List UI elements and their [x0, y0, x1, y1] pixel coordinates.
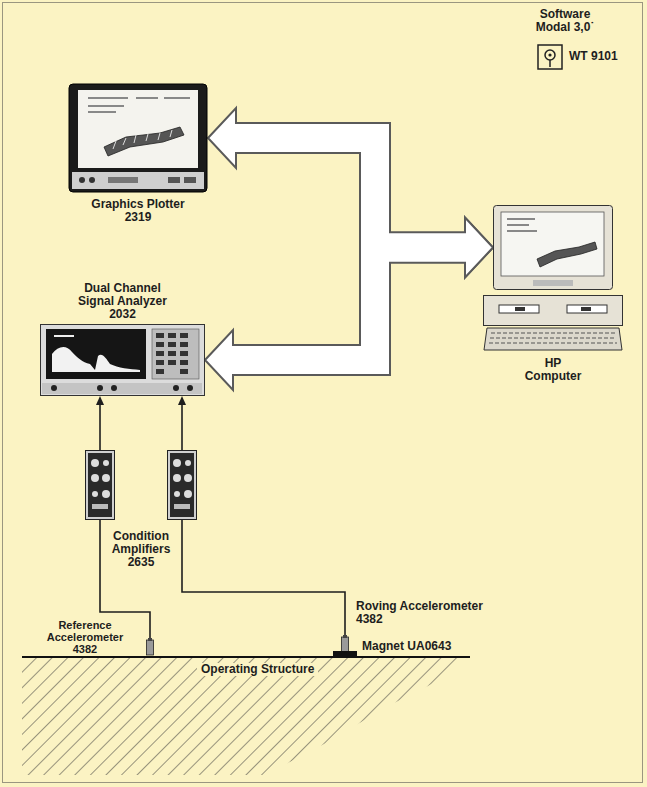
arrow-head-layer [205, 108, 493, 390]
arrow-head [178, 396, 186, 405]
device-label: Operating Structure [197, 663, 318, 676]
hp-computer: HP Computer [483, 205, 623, 390]
operating-structure: Operating Structure [22, 656, 472, 776]
device-label: Roving Accelerometer 4382 [356, 600, 496, 626]
signal-cable [181, 404, 183, 450]
wire-layer [96, 396, 345, 638]
signal-analyzer: Dual Channel Signal Analyzer 2032 [40, 282, 210, 400]
device-illustration [146, 638, 154, 656]
arrow-head [96, 396, 104, 405]
device-label: Magnet UA0643 [362, 640, 451, 653]
device-label: Graphics Plotter 2319 [83, 198, 193, 224]
data-bus-arrow [227, 248, 471, 361]
device-illustration [85, 450, 115, 520]
device-label: Dual Channel Signal Analyzer 2032 [70, 282, 175, 321]
magnet-symbol [333, 651, 357, 656]
device-illustration [483, 295, 623, 351]
device-label: Software Modal 3,0˙ [528, 8, 602, 34]
device-label: Reference Accelerometer 4382 [35, 619, 135, 655]
device-illustration [167, 450, 197, 520]
device-illustration [493, 205, 613, 290]
device-illustration [537, 44, 563, 70]
data-bus-arrow [230, 138, 471, 248]
condition-amplifiers: Condition Amplifiers 2635 [80, 450, 205, 580]
graphics-plotter: Graphics Plotter 2319 [68, 83, 208, 228]
signal-cable [99, 404, 101, 450]
device-illustration [40, 324, 205, 396]
arrow-fill-layer [227, 138, 471, 360]
device-label: Condition Amplifiers 2635 [110, 530, 172, 569]
signal-cable [182, 520, 345, 635]
roving-accelerometer: Roving Accelerometer 4382Magnet UA0643 [330, 600, 505, 658]
data-bus-arrow [231, 248, 467, 361]
device-label: HP Computer [521, 357, 585, 383]
device-illustration [341, 635, 349, 652]
reference-accelerometer: Reference Accelerometer 4382 [35, 618, 160, 658]
device-label: WT 9101 [569, 50, 618, 63]
software-disk: Software Modal 3,0˙ WT 9101 [510, 8, 625, 83]
device-illustration [68, 83, 208, 193]
data-bus-arrow [234, 138, 467, 248]
